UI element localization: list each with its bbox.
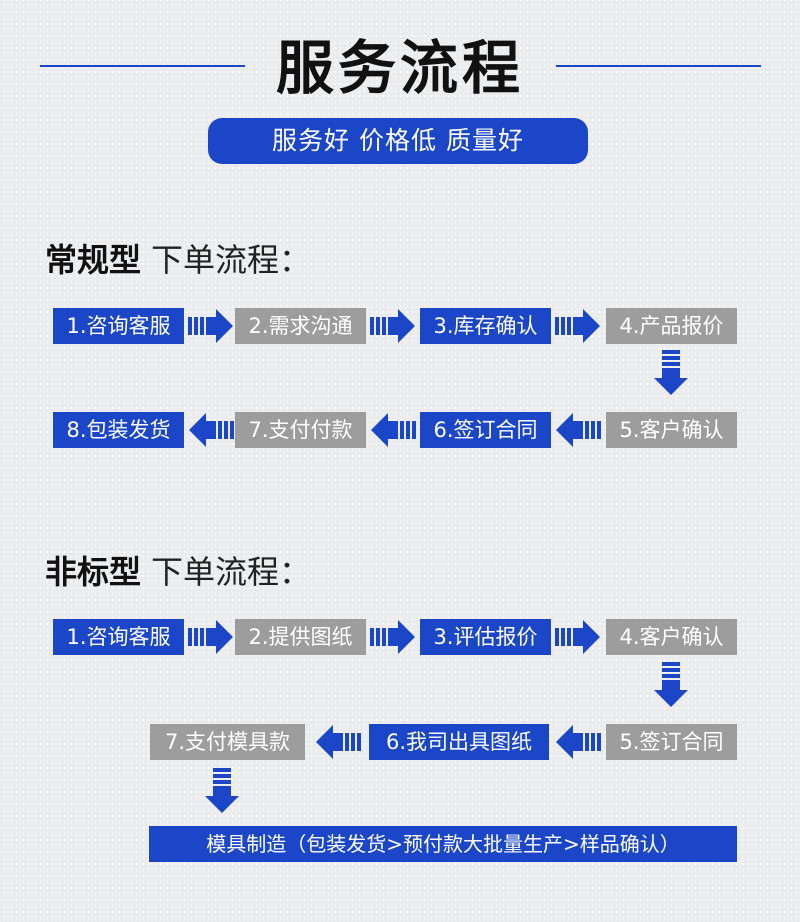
regular-step-2: 2.需求沟通 <box>235 308 366 344</box>
section-title-rest: 下单流程： <box>151 241 312 279</box>
arrow-down-icon <box>653 350 689 396</box>
arrow-right-icon <box>555 619 601 655</box>
title-line-right <box>556 65 761 67</box>
regular-step-7: 7.支付付款 <box>235 412 366 448</box>
arrow-left-icon <box>370 412 416 448</box>
arrow-left-icon <box>315 724 361 760</box>
regular-step-1: 1.咨询客服 <box>53 308 184 344</box>
arrow-left-icon <box>188 412 234 448</box>
title-line-left <box>40 65 245 67</box>
section-title-regular: 常规型下单流程： <box>45 237 311 283</box>
regular-step-5: 5.客户确认 <box>606 412 737 448</box>
section-title-rest: 下单流程： <box>151 553 312 591</box>
regular-step-8: 8.包装发货 <box>53 412 184 448</box>
custom-step-6: 6.我司出具图纸 <box>369 724 549 760</box>
arrow-right-icon <box>555 308 601 344</box>
custom-step-7: 7.支付模具款 <box>150 724 305 760</box>
arrow-right-icon <box>370 308 416 344</box>
regular-step-4: 4.产品报价 <box>606 308 737 344</box>
custom-final-step: 模具制造（包装发货>预付款大批量生产>样品确认） <box>149 826 737 862</box>
arrow-down-icon <box>204 768 240 814</box>
custom-step-4: 4.客户确认 <box>606 619 737 655</box>
regular-step-3: 3.库存确认 <box>420 308 551 344</box>
custom-step-2: 2.提供图纸 <box>235 619 366 655</box>
section-title-bold: 常规型 <box>45 241 142 279</box>
custom-step-3: 3.评估报价 <box>420 619 551 655</box>
arrow-right-icon <box>370 619 416 655</box>
page-title: 服务流程 <box>275 34 524 102</box>
slogan-badge: 服务好 价格低 质量好 <box>208 118 588 164</box>
arrow-left-icon <box>555 412 601 448</box>
section-title-custom: 非标型下单流程： <box>45 549 311 595</box>
custom-step-5: 5.签订合同 <box>606 724 737 760</box>
arrow-right-icon <box>188 308 234 344</box>
arrow-right-icon <box>188 619 234 655</box>
section-title-bold: 非标型 <box>45 553 142 591</box>
regular-step-6: 6.签订合同 <box>420 412 551 448</box>
arrow-down-icon <box>653 662 689 708</box>
arrow-left-icon <box>555 724 601 760</box>
custom-step-1: 1.咨询客服 <box>53 619 184 655</box>
